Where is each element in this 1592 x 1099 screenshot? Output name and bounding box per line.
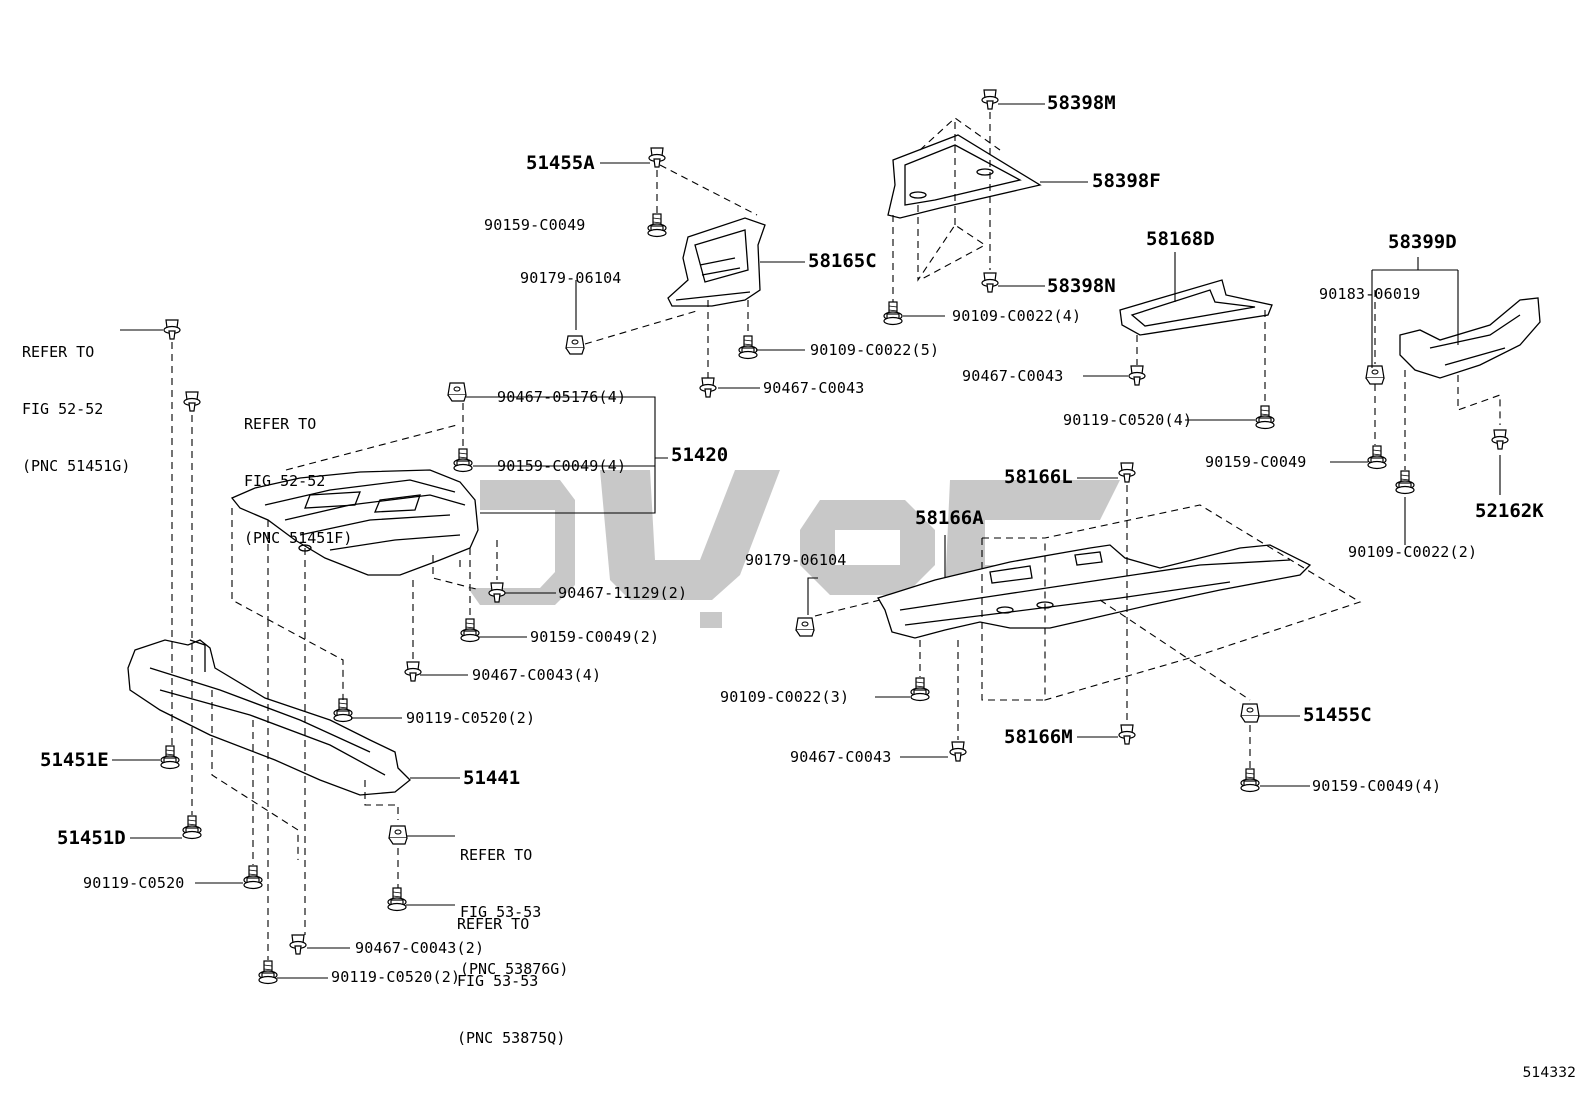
ref-line-1: REFER TO	[244, 415, 317, 433]
label-90159-c0049-4: 90159-C0049(4)	[497, 457, 627, 475]
shroud-58165c	[667, 217, 766, 307]
label-90467-c0043: 90467-C0043	[763, 379, 865, 397]
label-51455c: 51455C	[1303, 704, 1372, 726]
label-58398n: 58398N	[1047, 275, 1116, 297]
label-58398f: 58398F	[1092, 170, 1161, 192]
label-90109-c0022-2: 90109-C0022(2)	[1348, 543, 1478, 561]
ref-line-2: FIG 52-52	[22, 400, 104, 418]
label-90119-c0520-2: 90119-C0520(2)	[331, 968, 461, 986]
label-90467-c0043: 90467-C0043	[962, 367, 1064, 385]
cover-58399d	[1399, 297, 1541, 379]
ref-line-2: FIG 53-53	[457, 972, 539, 990]
refer-to-fig-52-52-51451f: REFER TO FIG 52-52 (PNC 51451F)	[244, 377, 352, 567]
label-90467-c0043-2: 90467-C0043(2)	[355, 939, 485, 957]
ref-line-2: FIG 53-53	[460, 903, 542, 921]
cover-58166a	[877, 544, 1312, 639]
leader-lines	[112, 103, 1501, 979]
label-90119-c0520-2: 90119-C0520(2)	[406, 709, 536, 727]
ref-line-1: REFER TO	[460, 846, 533, 864]
label-90159-c0049: 90159-C0049	[484, 216, 586, 234]
label-51451d: 51451D	[57, 827, 126, 849]
label-58166m: 58166M	[1004, 726, 1073, 748]
under-cover-51420	[230, 469, 479, 576]
label-90109-c0022-5: 90109-C0022(5)	[810, 341, 940, 359]
dashed-guide-lines	[171, 112, 1501, 960]
clip-51455a	[648, 147, 666, 168]
label-90179-06104: 90179-06104	[520, 269, 622, 287]
label-90119-c0520-4: 90119-C0520(4)	[1063, 411, 1193, 429]
label-51420: 51420	[671, 444, 729, 466]
label-90109-c0022-3: 90109-C0022(3)	[720, 688, 850, 706]
label-51451e: 51451E	[40, 749, 109, 771]
label-58166a: 58166A	[915, 507, 984, 529]
cover-58168d	[1119, 279, 1273, 336]
label-90179-06104: 90179-06104	[745, 551, 847, 569]
ref-line-2: FIG 52-52	[244, 472, 326, 490]
ref-line-3: (PNC 53876G)	[460, 960, 569, 978]
label-52162k: 52162K	[1475, 500, 1544, 522]
label-90109-c0022-4: 90109-C0022(4)	[952, 307, 1082, 325]
label-58398m: 58398M	[1047, 92, 1116, 114]
label-90183-06019: 90183-06019	[1319, 285, 1421, 303]
under-cover-51441	[127, 639, 411, 796]
label-90467-05176-4: 90467-05176(4)	[497, 388, 627, 406]
label-58399d: 58399D	[1388, 231, 1457, 253]
ref-line-1: REFER TO	[22, 343, 95, 361]
label-90159-c0049-2: 90159-C0049(2)	[530, 628, 660, 646]
label-90159-c0049: 90159-C0049	[1205, 453, 1307, 471]
label-51455a: 51455A	[526, 152, 595, 174]
refer-to-fig-52-52-51451g: REFER TO FIG 52-52 (PNC 51451G)	[22, 305, 130, 495]
label-90119-c0520: 90119-C0520	[83, 874, 185, 892]
label-58166l: 58166L	[1004, 466, 1073, 488]
label-90159-c0049-4: 90159-C0049(4)	[1312, 777, 1442, 795]
cover-58398f	[887, 134, 1042, 219]
label-58165c: 58165C	[808, 250, 877, 272]
label-90467-c0043: 90467-C0043	[790, 748, 892, 766]
ref-line-3: (PNC 53875Q)	[457, 1029, 566, 1047]
label-90467-11129-2: 90467-11129(2)	[558, 584, 688, 602]
label-90467-c0043-4: 90467-C0043(4)	[472, 666, 602, 684]
label-51441: 51441	[463, 767, 521, 789]
figure-number: 514332	[1522, 1065, 1576, 1081]
ref-line-3: (PNC 51451G)	[22, 457, 131, 475]
ref-line-3: (PNC 51451F)	[244, 529, 353, 547]
refer-to-fig-53-53-53875q: REFER TO FIG 53-53 (PNC 53875Q)	[457, 877, 565, 1067]
refer-to-fig-53-53-53876g: REFER TO FIG 53-53 (PNC 53876G)	[460, 808, 568, 998]
label-58168d: 58168D	[1146, 228, 1215, 250]
ref-line-1: REFER TO	[457, 915, 530, 933]
